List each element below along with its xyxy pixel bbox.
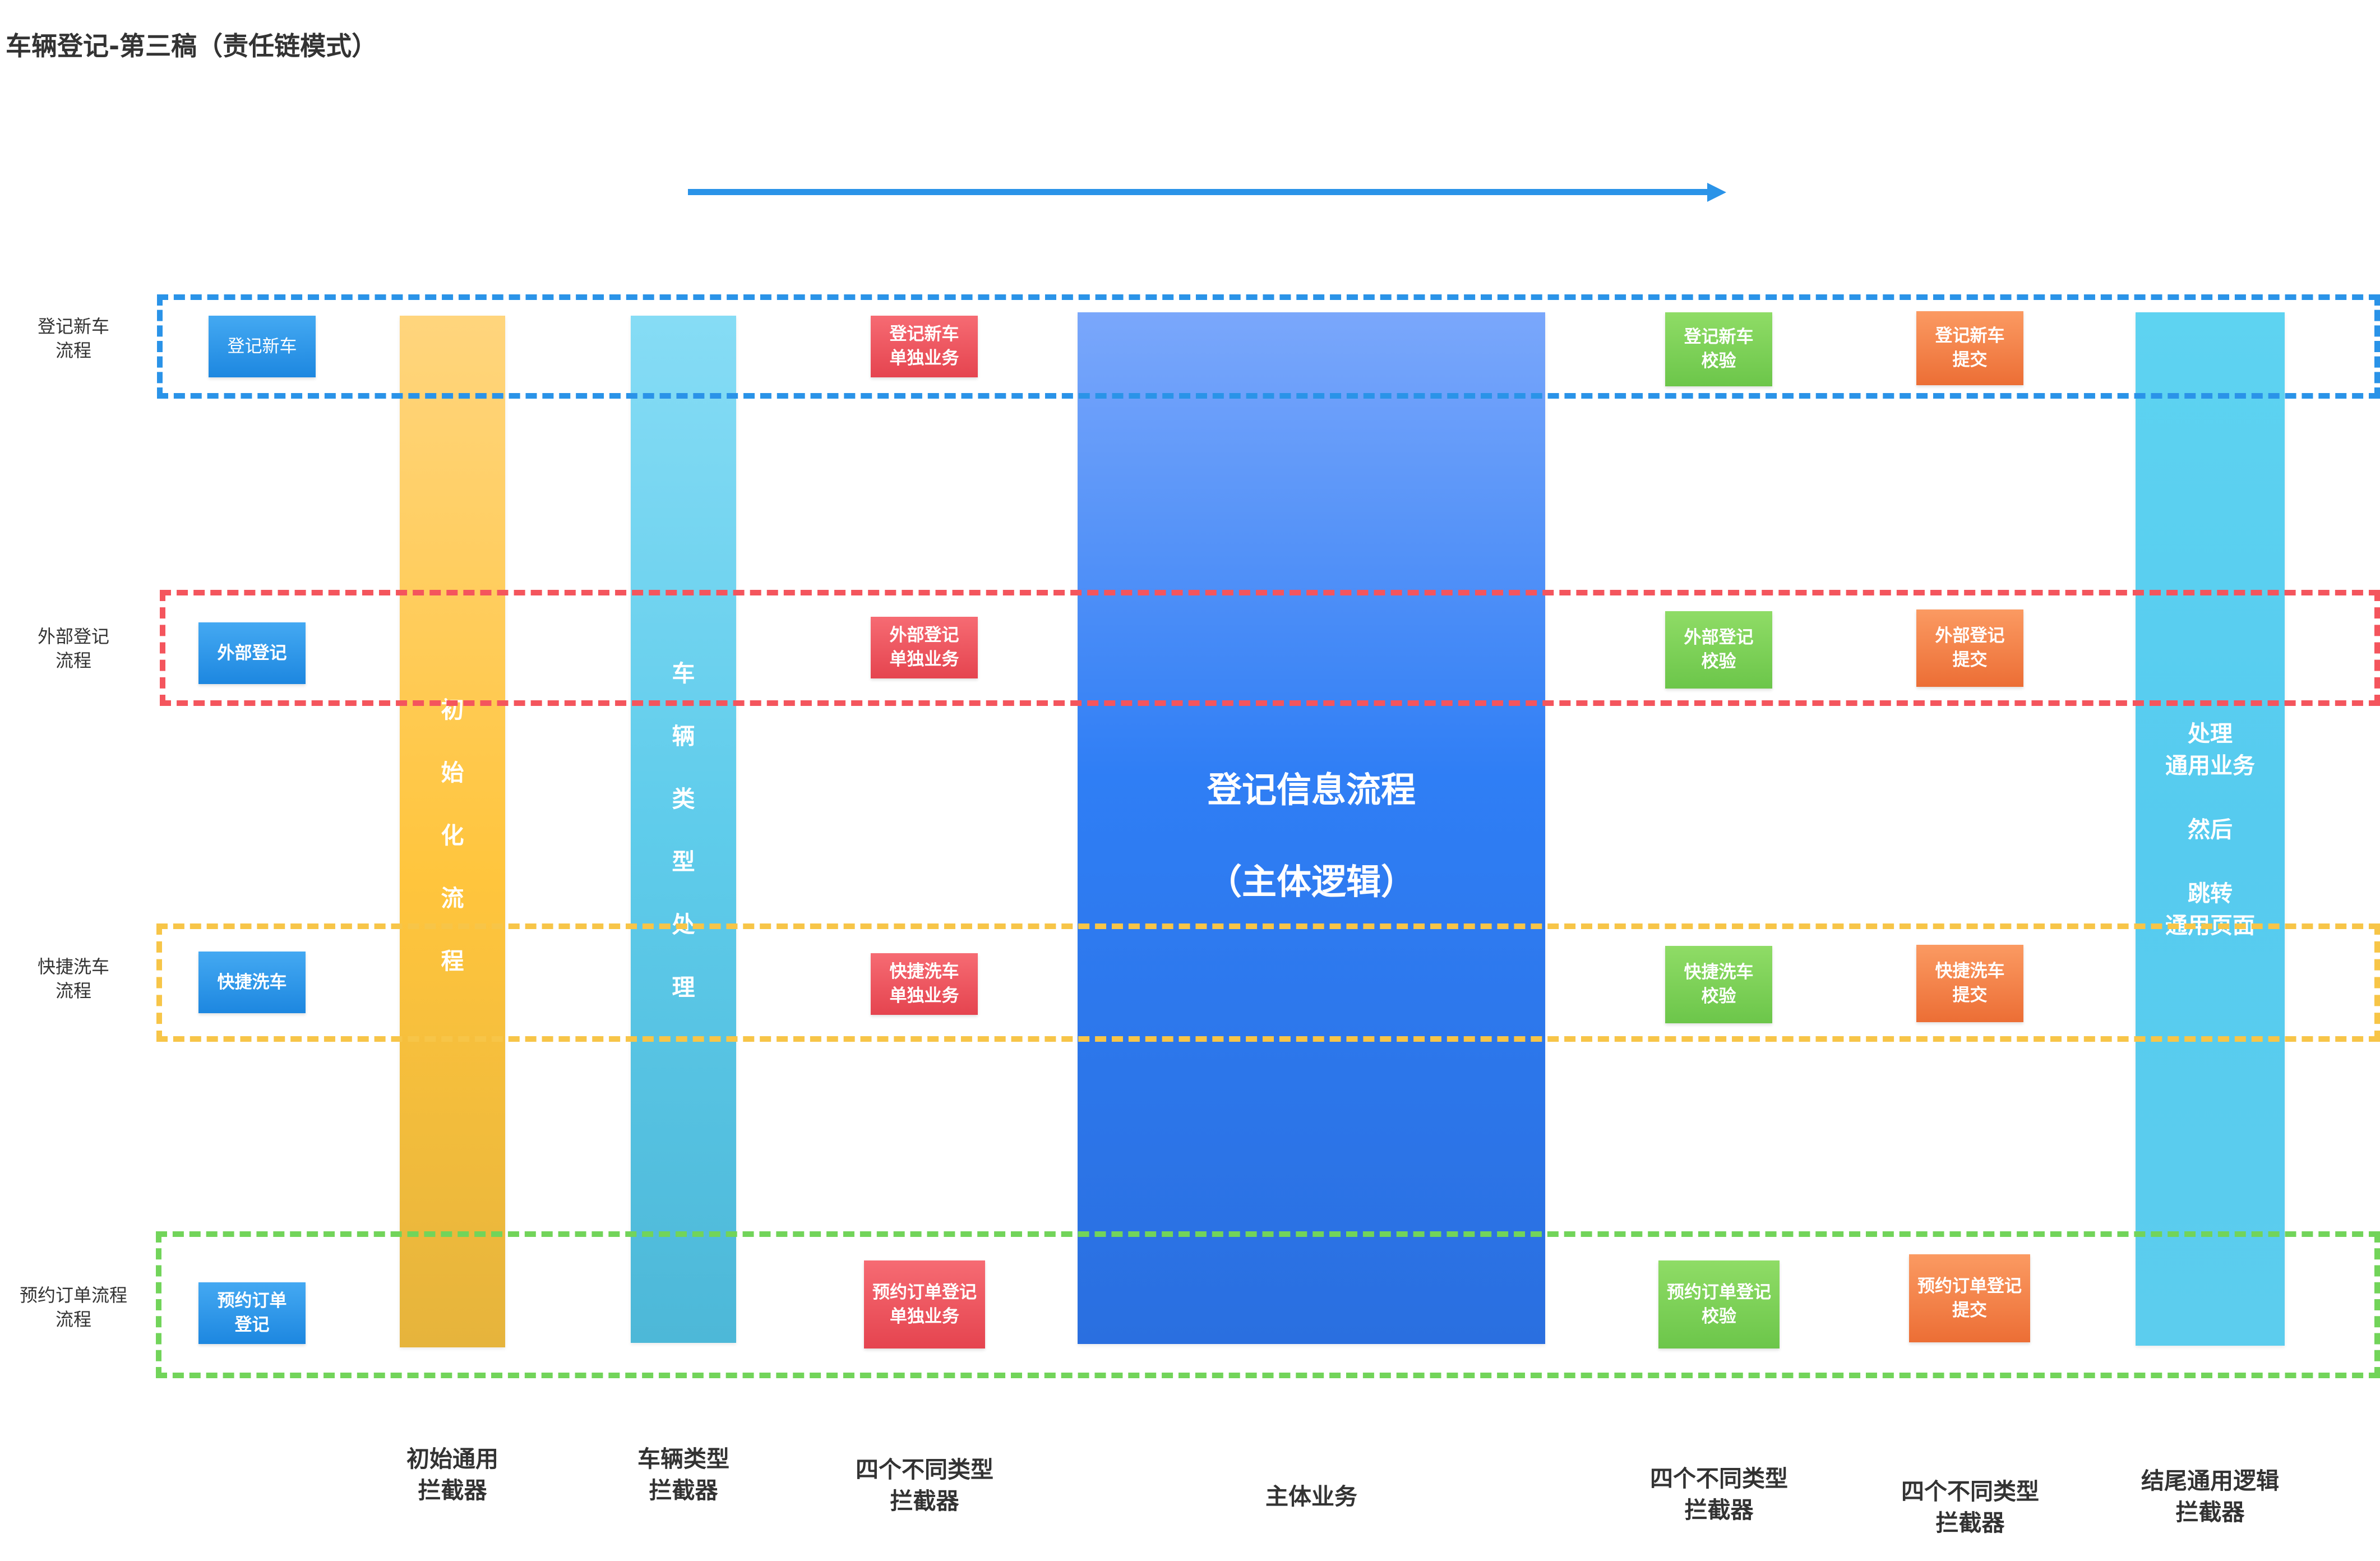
start-box-register-new-car[interactable]: 登记新车 bbox=[209, 316, 316, 377]
validation-box-external-register[interactable]: 外部登记 校验 bbox=[1665, 611, 1772, 689]
column-label-vehicle-type-interceptor: 车辆类型 拦截器 bbox=[637, 1445, 729, 1504]
end-bar-text: 处理 通用业务 然后 跳转 通用页面 bbox=[2136, 718, 2285, 942]
single-business-box-reservation[interactable]: 预约订单登记 单独业务 bbox=[864, 1260, 985, 1348]
single-business-box-external-register[interactable]: 外部登记 单独业务 bbox=[871, 617, 978, 678]
flow-direction-arrow-line bbox=[688, 189, 1712, 195]
lane-external-register bbox=[160, 590, 2380, 706]
column-label-init-interceptor: 初始通用 拦截器 bbox=[406, 1445, 498, 1504]
single-business-box-quick-wash[interactable]: 快捷洗车 单独业务 bbox=[871, 953, 978, 1015]
lane-label-reservation: 预约订单流程 流程 bbox=[19, 1285, 127, 1330]
page-title: 车辆登记-第三稿（责任链模式） bbox=[6, 31, 378, 61]
main-business-bar bbox=[1078, 312, 1545, 1344]
init-interceptor-bar bbox=[400, 316, 505, 1347]
vehicle-type-bar-char: 车 bbox=[672, 660, 695, 687]
vehicle-type-bar-text: 车 辆 类 型 处 理 bbox=[631, 642, 736, 1019]
validation-box-quick-wash[interactable]: 快捷洗车 校验 bbox=[1665, 946, 1772, 1023]
lane-reservation bbox=[156, 1231, 2380, 1378]
start-box-reservation[interactable]: 预约订单 登记 bbox=[198, 1282, 306, 1344]
validation-box-register-new-car[interactable]: 登记新车 校验 bbox=[1665, 312, 1772, 386]
main-business-subtitle: （主体逻辑） bbox=[1207, 861, 1416, 902]
flow-direction-arrowhead bbox=[1707, 183, 1726, 202]
lane-quick-wash bbox=[156, 923, 2380, 1042]
end-bar-line: 处理 bbox=[2188, 721, 2233, 747]
end-bar-line bbox=[2136, 782, 2285, 814]
lane-label-register-new-car: 登记新车 流程 bbox=[37, 316, 109, 361]
column-label-end-interceptor: 结尾通用逻辑 拦截器 bbox=[2141, 1467, 2279, 1526]
submit-box-external-register[interactable]: 外部登记 提交 bbox=[1916, 609, 2023, 687]
end-bar-line bbox=[2136, 846, 2285, 878]
vehicle-type-bar-char: 辆 bbox=[672, 723, 695, 750]
init-bar-char: 化 bbox=[441, 822, 464, 849]
main-business-title: 登记信息流程 bbox=[1207, 769, 1416, 810]
submit-box-register-new-car[interactable]: 登记新车 提交 bbox=[1916, 311, 2023, 385]
lane-label-quick-wash: 快捷洗车 流程 bbox=[37, 956, 109, 1001]
submit-box-quick-wash[interactable]: 快捷洗车 提交 bbox=[1916, 945, 2023, 1022]
column-label-validation-interceptor: 四个不同类型 拦截器 bbox=[1650, 1465, 1788, 1523]
vehicle-type-bar-char: 类 bbox=[672, 786, 695, 812]
column-label-pre-interceptor: 四个不同类型 拦截器 bbox=[856, 1456, 993, 1514]
vehicle-type-interceptor-bar bbox=[631, 316, 736, 1343]
vehicle-type-bar-char: 型 bbox=[672, 848, 695, 875]
end-bar-line: 然后 bbox=[2188, 817, 2233, 843]
start-box-quick-wash[interactable]: 快捷洗车 bbox=[198, 952, 306, 1013]
validation-box-reservation[interactable]: 预约订单登记 校验 bbox=[1658, 1260, 1780, 1348]
column-label-submit-interceptor: 四个不同类型 拦截器 bbox=[1901, 1478, 2039, 1536]
start-box-external-register[interactable]: 外部登记 bbox=[198, 622, 306, 684]
init-bar-char: 始 bbox=[441, 759, 464, 786]
init-bar-char: 程 bbox=[441, 948, 464, 975]
lane-label-external-register: 外部登记 流程 bbox=[37, 626, 109, 671]
column-label-main-business: 主体业务 bbox=[1265, 1483, 1357, 1510]
vehicle-type-bar-char: 理 bbox=[672, 974, 695, 1001]
lane-register-new-car bbox=[157, 294, 2380, 399]
end-interceptor-bar bbox=[2136, 312, 2285, 1346]
end-bar-line: 跳转 bbox=[2188, 881, 2233, 907]
init-bar-char: 流 bbox=[441, 885, 464, 912]
submit-box-reservation[interactable]: 预约订单登记 提交 bbox=[1909, 1254, 2030, 1342]
single-business-box-register-new-car[interactable]: 登记新车 单独业务 bbox=[871, 316, 978, 377]
end-bar-line: 通用业务 bbox=[2165, 753, 2255, 779]
